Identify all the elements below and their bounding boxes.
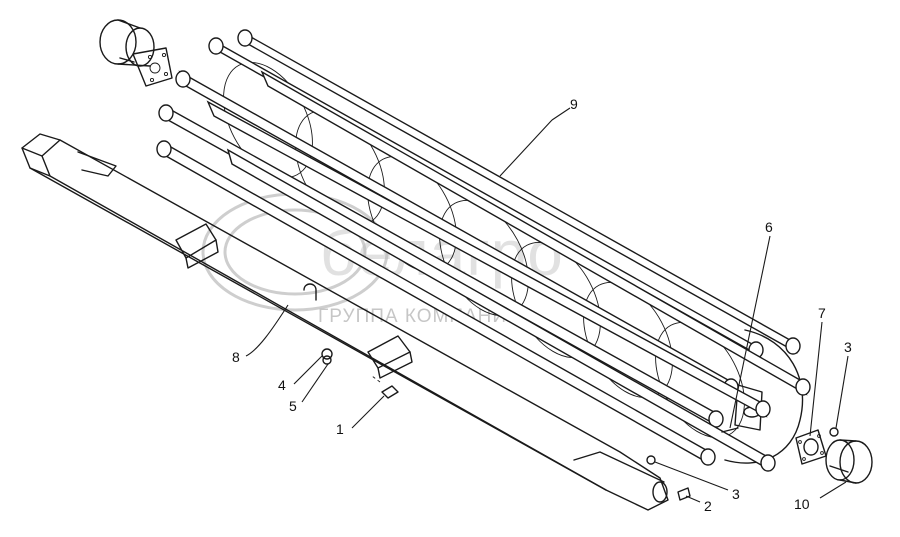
leader-lines xyxy=(245,107,849,503)
callout-3-right: 3 xyxy=(844,339,852,355)
callout-8: 8 xyxy=(232,349,240,365)
callout-6: 6 xyxy=(765,219,773,235)
callout-4: 4 xyxy=(278,377,286,393)
callout-labels: 9 8 4 5 1 6 7 3 3 2 10 xyxy=(232,96,852,514)
callout-3-bottom: 3 xyxy=(732,486,740,502)
callout-10: 10 xyxy=(794,496,810,512)
callout-1: 1 xyxy=(336,421,344,437)
cage-tubes xyxy=(156,29,811,472)
callout-9: 9 xyxy=(570,96,578,112)
flange-right xyxy=(795,429,827,465)
end-cap-right xyxy=(825,439,873,484)
callout-2: 2 xyxy=(704,498,712,514)
bearing-housing-left xyxy=(99,19,173,87)
fasteners xyxy=(321,348,839,501)
roller-cage xyxy=(156,29,811,472)
callout-7: 7 xyxy=(818,305,826,321)
callout-5: 5 xyxy=(289,398,297,414)
frame-beam xyxy=(21,133,669,511)
